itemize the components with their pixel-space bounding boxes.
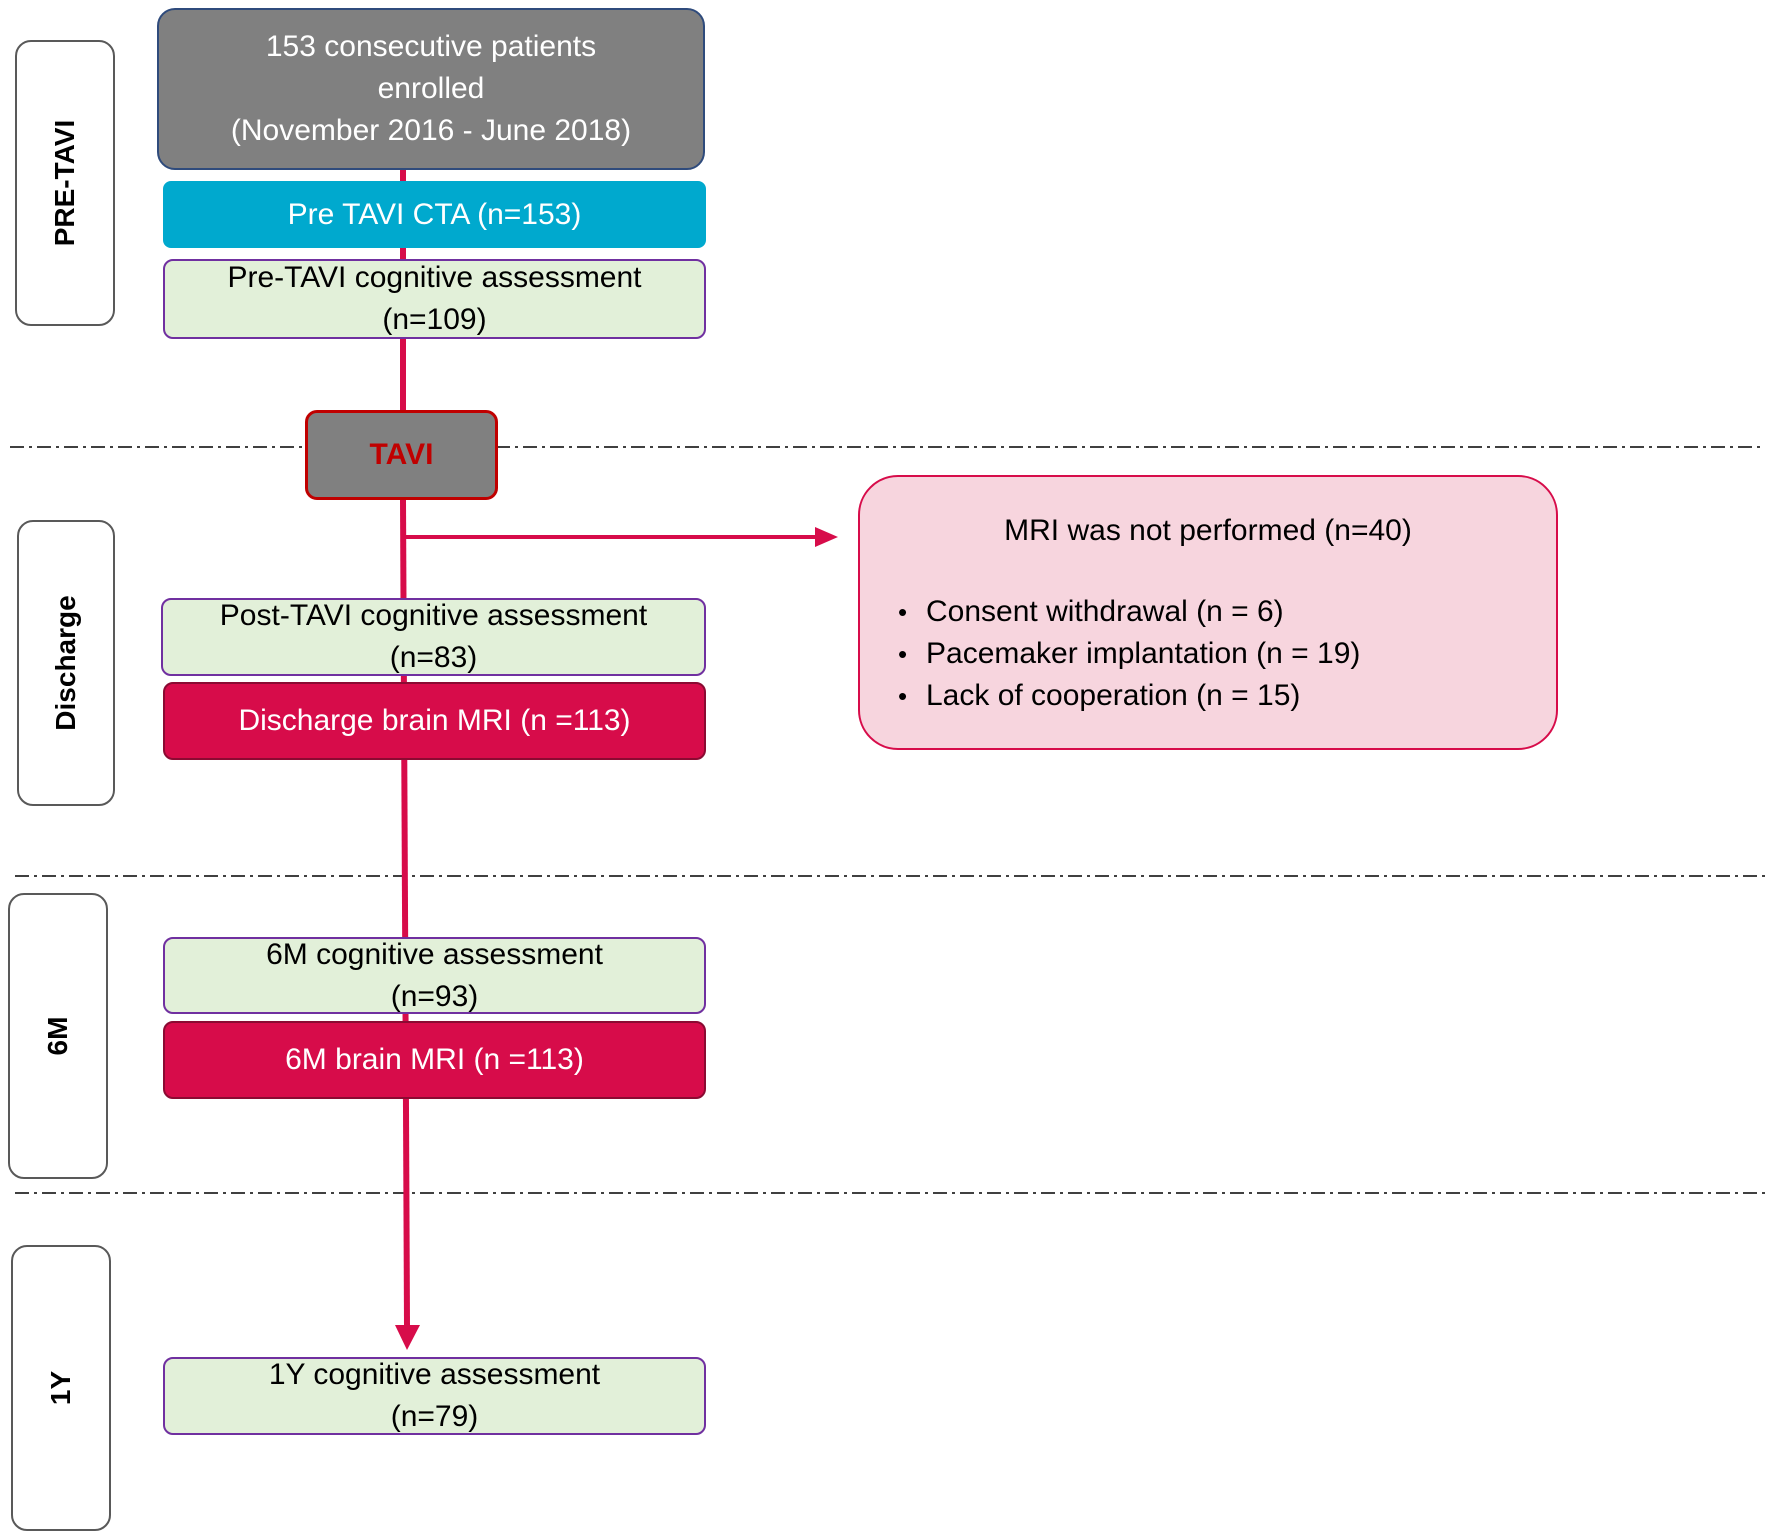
phase-pre-tavi-label: PRE-TAVI: [49, 119, 80, 247]
enrolled-line2: enrolled: [377, 72, 485, 105]
tavi-box: TAVI: [305, 410, 498, 500]
exclusion-reason-text: Consent withdrawal (n = 6): [926, 595, 1284, 628]
bullet-icon: •: [898, 639, 908, 669]
pre-tavi-cognitive-line1: Pre-TAVI cognitive assessment: [227, 261, 642, 294]
phase-discharge-label: Discharge: [50, 595, 81, 731]
1y-cognitive-box: 1Y cognitive assessment (n=79): [163, 1357, 706, 1435]
discharge-mri-box: Discharge brain MRI (n =113): [163, 682, 706, 760]
flow-arrow-to-1y: [403, 1109, 410, 1326]
flow-arrowhead-down: [395, 1325, 420, 1350]
phase-1y: 1Y: [11, 1245, 111, 1531]
pre-tavi-cta-box: Pre TAVI CTA (n=153): [163, 181, 706, 248]
phase-discharge: Discharge: [17, 520, 115, 806]
exclusion-branch-arrowhead: [815, 527, 838, 547]
6m-mri-label: 6M brain MRI (n =113): [285, 1043, 584, 1076]
pre-tavi-cta-label: Pre TAVI CTA (n=153): [287, 197, 582, 231]
enrolled-line3: (November 2016 - June 2018): [230, 114, 632, 147]
6m-mri-box: 6M brain MRI (n =113): [163, 1021, 706, 1099]
6m-cognitive-box: 6M cognitive assessment (n=93): [163, 937, 706, 1014]
pre-tavi-cognitive-line2: (n=109): [382, 303, 487, 336]
exclusion-reason-item: • Consent withdrawal (n = 6): [860, 591, 1360, 633]
exclusion-reason-list: • Consent withdrawal (n = 6) • Pacemaker…: [860, 591, 1360, 717]
exclusion-reason-text: Pacemaker implantation (n = 19): [926, 637, 1361, 670]
exclusion-reason-item: • Lack of cooperation (n = 15): [860, 675, 1360, 717]
enrolled-line1: 153 consecutive patients: [265, 30, 597, 63]
tavi-label: TAVI: [369, 438, 434, 471]
exclusion-reason-item: • Pacemaker implantation (n = 19): [860, 633, 1360, 675]
post-tavi-cognitive-box: Post-TAVI cognitive assessment (n=83): [161, 598, 706, 676]
mri-not-performed-title: MRI was not performed (n=40): [1004, 514, 1412, 547]
exclusion-reason-text: Lack of cooperation (n = 15): [926, 679, 1301, 712]
1y-cognitive-line2: (n=79): [390, 1400, 479, 1433]
6m-cognitive-line1: 6M cognitive assessment: [266, 937, 603, 971]
discharge-mri-label: Discharge brain MRI (n =113): [238, 704, 631, 737]
phase-pre-tavi: PRE-TAVI: [15, 40, 115, 326]
post-tavi-cognitive-line2: (n=83): [389, 641, 478, 674]
enrolled-box: 153 consecutive patients enrolled (Novem…: [157, 8, 705, 170]
mri-not-performed-box: MRI was not performed (n=40) • Consent w…: [858, 475, 1558, 750]
pre-tavi-cognitive-box: Pre-TAVI cognitive assessment (n=109): [163, 259, 706, 339]
phase-1y-label: 1Y: [45, 1370, 76, 1406]
phase-6m: 6M: [8, 893, 108, 1179]
6m-cognitive-line2: (n=93): [390, 979, 479, 1013]
1y-cognitive-line1: 1Y cognitive assessment: [268, 1358, 601, 1391]
bullet-icon: •: [898, 597, 908, 627]
flow-line-main: [400, 499, 409, 1111]
post-tavi-cognitive-line1: Post-TAVI cognitive assessment: [219, 599, 648, 632]
bullet-icon: •: [898, 681, 908, 711]
phase-6m-label: 6M: [42, 1016, 73, 1056]
